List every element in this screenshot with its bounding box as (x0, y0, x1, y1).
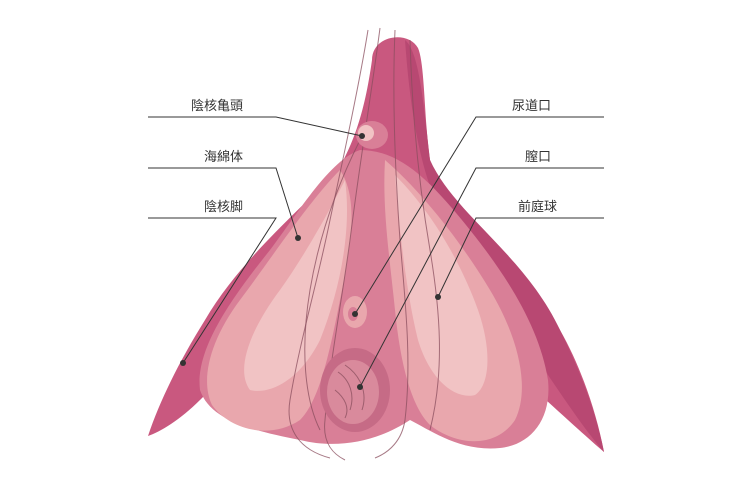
leader-vagina (359, 167, 604, 388)
leader-bulb (437, 217, 604, 298)
bulb-left-highlight (244, 180, 348, 391)
bulb-right-highlight (395, 175, 488, 396)
label-urethra: 尿道口 (512, 99, 551, 114)
label-crus: 陰核脚 (204, 199, 243, 215)
leader-urethra (354, 116, 604, 315)
label-corpus: 海綿体 (204, 150, 243, 165)
label-glans: 陰核亀頭 (191, 99, 243, 114)
leader-glans-dot (359, 133, 365, 139)
vaginal-opening-inner (327, 360, 379, 424)
glans-inner (358, 125, 374, 141)
leader-crus (148, 217, 277, 364)
leader-vagina-dot (357, 384, 363, 390)
contour-line-2 (324, 27, 381, 461)
leader-crus-dot (180, 360, 186, 366)
contour-line-5 (304, 139, 361, 431)
contour-line-3 (374, 29, 409, 459)
label-bulb: 前庭球 (518, 199, 557, 215)
leader-corpus (148, 167, 299, 239)
leader-corpus-dot (295, 235, 301, 241)
leader-glans (148, 116, 363, 137)
leader-lines (148, 116, 604, 390)
leader-bulb-dot (435, 294, 441, 300)
clitoris-outer-shading (405, 40, 604, 452)
label-vagina: 膣口 (525, 149, 551, 165)
leader-urethra-dot (352, 311, 358, 317)
contour-line-4 (409, 39, 440, 431)
contour-line-1 (288, 29, 369, 459)
